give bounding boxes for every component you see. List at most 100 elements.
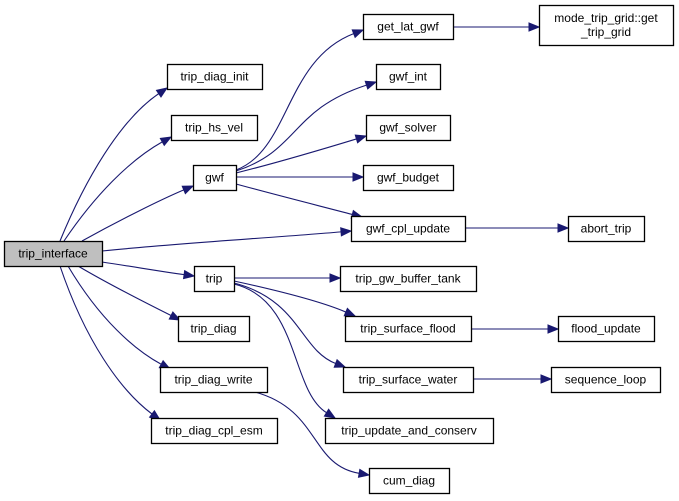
edge-line <box>101 261 185 276</box>
edge-trip-interface-to-gwf <box>81 185 195 242</box>
arrowhead-icon <box>351 29 365 39</box>
arrowhead-icon <box>181 185 195 195</box>
node-box <box>170 114 259 142</box>
node-box <box>350 215 467 243</box>
node-trip-surface-water[interactable]: trip_surface_water <box>342 366 475 394</box>
node-label: trip <box>206 272 223 286</box>
node-box <box>567 215 646 243</box>
arrowhead-icon <box>168 311 182 321</box>
node-box <box>368 467 451 495</box>
edge-trip-diag-write-to-cum-diag <box>254 391 371 478</box>
edge-line <box>254 391 360 474</box>
arrowhead-icon <box>352 172 365 182</box>
node-trip-diag[interactable]: trip_diag <box>177 315 251 343</box>
node-box <box>192 164 238 192</box>
nodes-layer: trip_interfacetrip_diag_inittrip_hs_velg… <box>3 4 675 495</box>
node-trip-interface[interactable]: trip_interface <box>3 240 104 268</box>
node-label: gwf <box>205 171 224 185</box>
node-label: trip_surface_water <box>359 373 458 387</box>
node-gwf-int[interactable]: gwf_int <box>375 63 442 91</box>
node-label: abort_trip <box>581 222 632 236</box>
node-label: gwf_cpl_update <box>366 222 450 236</box>
edge-gwf-to-gwf-int <box>235 80 378 172</box>
node-gwf-budget[interactable]: gwf_budget <box>362 164 455 192</box>
node-label: trip_interface <box>18 247 88 261</box>
node-get-lat-gwf[interactable]: get_lat_gwf <box>362 13 455 41</box>
edge-trip-to-trip-update-and-conserv <box>233 283 337 419</box>
node-flood-update[interactable]: flood_update <box>557 315 656 343</box>
node-box <box>342 366 475 394</box>
node-trip-hs-vel[interactable]: trip_hs_vel <box>170 114 259 142</box>
arrowhead-icon <box>528 22 541 32</box>
edge-line <box>59 265 153 415</box>
node-label: trip_surface_flood <box>360 322 455 336</box>
node-mode-trip-grid-get-trip-grid[interactable]: mode_trip_grid::get_trip_grid <box>538 4 675 47</box>
node-label: _trip_grid <box>580 25 631 39</box>
edge-line <box>77 265 172 317</box>
edge-gwf-to-gwf-budget <box>235 172 365 182</box>
node-label: cum_diag <box>383 474 435 488</box>
node-label: mode_trip_grid::get <box>554 11 658 25</box>
edge-trip-interface-to-trip-diag-cpl-esm <box>59 265 162 421</box>
edge-trip-interface-to-trip-diag <box>77 265 182 321</box>
edge-trip-to-trip-surface-water <box>233 282 347 368</box>
arrowhead-icon <box>333 358 347 368</box>
node-trip-diag-cpl-esm[interactable]: trip_diag_cpl_esm <box>150 417 279 445</box>
node-box <box>150 417 279 445</box>
edge-line <box>235 84 367 172</box>
node-trip-surface-flood[interactable]: trip_surface_flood <box>344 315 473 343</box>
node-label: sequence_loop <box>565 373 647 387</box>
node-trip-diag-write[interactable]: trip_diag_write <box>159 366 269 394</box>
node-label: gwf_budget <box>377 171 440 185</box>
node-label: trip_diag_write <box>174 373 252 387</box>
node-cum-diag[interactable]: cum_diag <box>368 467 451 495</box>
node-label: gwf_int <box>389 70 428 84</box>
arrowhead-icon <box>540 374 553 384</box>
edge-gwf-to-gwf-cpl-update <box>235 183 364 219</box>
node-box <box>166 63 264 91</box>
node-label: trip_diag_cpl_esm <box>165 424 262 438</box>
arrowhead-icon <box>357 468 371 478</box>
node-gwf-cpl-update[interactable]: gwf_cpl_update <box>350 215 467 243</box>
node-box <box>177 315 251 343</box>
arrowhead-icon <box>354 134 368 144</box>
edge-trip-surface-flood-to-flood-update <box>471 324 560 334</box>
arrowhead-icon <box>547 324 560 334</box>
node-sequence-loop[interactable]: sequence_loop <box>550 366 662 394</box>
arrowhead-icon <box>159 136 173 147</box>
node-trip[interactable]: trip <box>193 265 236 293</box>
edge-get-lat-gwf-to-mode-trip-grid-get-trip-grid <box>453 22 541 32</box>
node-box <box>365 114 452 142</box>
node-label: trip_diag_init <box>180 70 249 84</box>
node-trip-update-and-conserv[interactable]: trip_update_and_conserv <box>324 417 495 445</box>
edge-trip-interface-to-trip-diag-init <box>59 87 169 242</box>
node-abort-trip[interactable]: abort_trip <box>567 215 646 243</box>
node-box <box>339 265 478 293</box>
node-box <box>550 366 662 394</box>
node-gwf[interactable]: gwf <box>192 164 238 192</box>
edge-line <box>233 283 327 414</box>
edge-gwf-to-get-lat-gwf <box>235 29 365 171</box>
node-box <box>3 240 104 268</box>
edge-line <box>63 141 163 242</box>
edges-layer <box>59 22 570 478</box>
node-gwf-solver[interactable]: gwf_solver <box>365 114 452 142</box>
arrowhead-icon <box>340 227 353 237</box>
arrowhead-icon <box>323 408 337 419</box>
arrowhead-icon <box>557 223 570 233</box>
node-box <box>362 164 455 192</box>
node-label: gwf_solver <box>379 121 436 135</box>
arrowhead-icon <box>155 87 169 98</box>
edge-line <box>81 189 185 242</box>
arrowhead-icon <box>343 307 357 317</box>
edge-trip-to-trip-surface-flood <box>233 280 357 317</box>
node-trip-gw-buffer-tank[interactable]: trip_gw_buffer_tank <box>339 265 478 293</box>
node-label: flood_update <box>571 322 641 336</box>
node-trip-diag-init[interactable]: trip_diag_init <box>166 63 264 91</box>
node-label: trip_gw_buffer_tank <box>355 272 461 286</box>
edge-line <box>235 33 354 171</box>
edge-trip-interface-to-trip-hs-vel <box>63 136 173 242</box>
edge-trip-to-trip-gw-buffer-tank <box>234 273 342 283</box>
node-box <box>362 13 455 41</box>
